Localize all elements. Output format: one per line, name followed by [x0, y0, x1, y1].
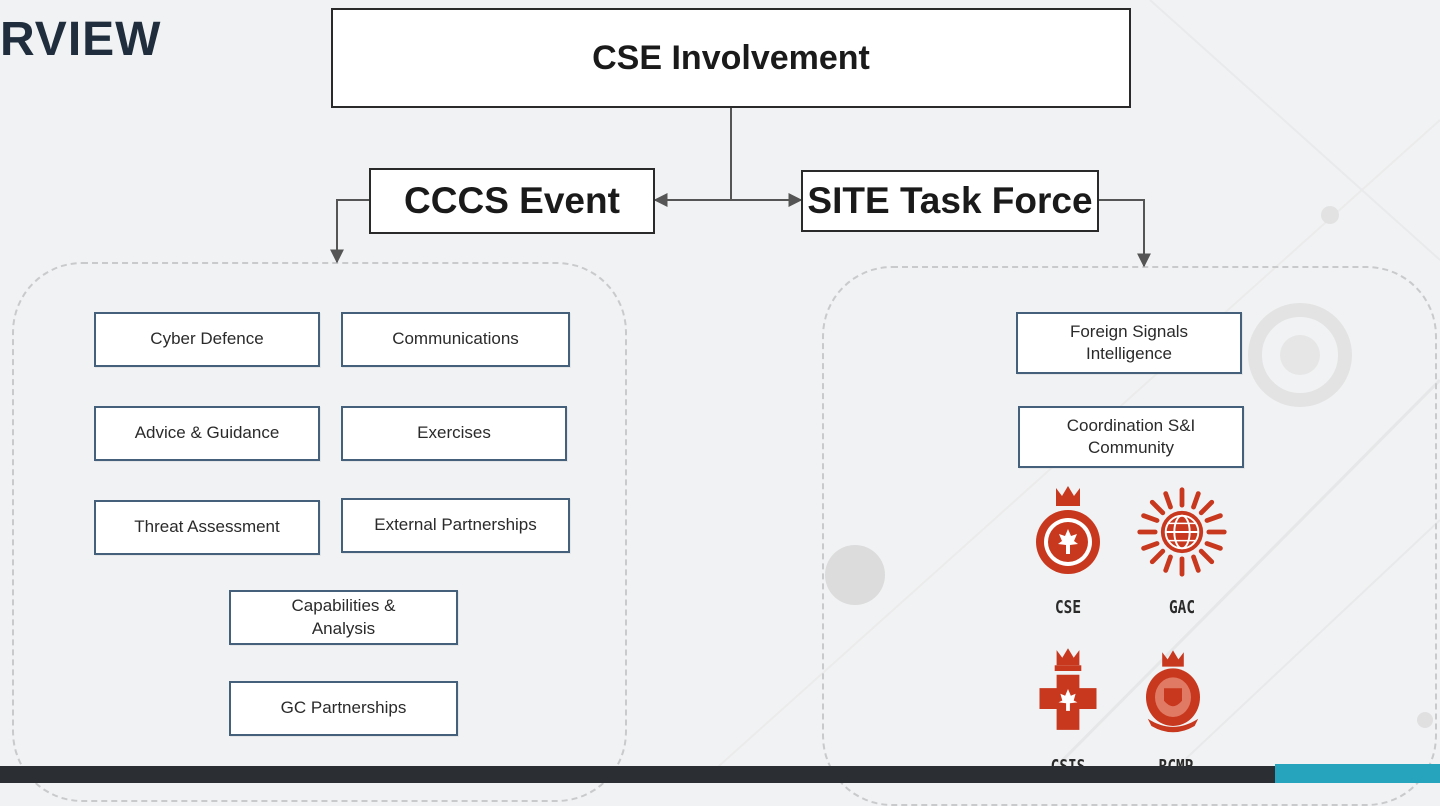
cse-label: CSE — [1054, 597, 1081, 618]
csis-badge-icon — [1039, 648, 1097, 730]
gc-partnerships-box: GC Partnerships — [229, 681, 458, 736]
bottom-accent — [1275, 764, 1440, 783]
advice-guidance-box: Advice & Guidance — [94, 406, 320, 461]
external-partnerships-box: External Partnerships — [341, 498, 570, 553]
communications-box: Communications — [341, 312, 570, 367]
exercises-box: Exercises — [341, 406, 567, 461]
capabilities-analysis-box: Capabilities & Analysis — [229, 590, 458, 645]
foreign-signals-intelligence-box: Foreign Signals Intelligence — [1016, 312, 1242, 374]
cyber-defence-box: Cyber Defence — [94, 312, 320, 367]
rcmp-crest-icon — [1146, 650, 1200, 733]
bottom-bar — [0, 766, 1440, 783]
cse-seal-icon — [1036, 486, 1100, 574]
gac-label: GAC — [1168, 597, 1195, 618]
coordination-si-community-box: Coordination S&I Community — [1018, 406, 1244, 468]
cccs-event-box: CCCS Event — [369, 168, 655, 234]
cse-involvement-box: CSE Involvement — [331, 8, 1131, 108]
site-task-force-box: SITE Task Force — [801, 170, 1099, 232]
page-title: RVIEW — [0, 13, 162, 66]
gac-globe-icon — [1137, 487, 1227, 577]
threat-assessment-box: Threat Assessment — [94, 500, 320, 555]
